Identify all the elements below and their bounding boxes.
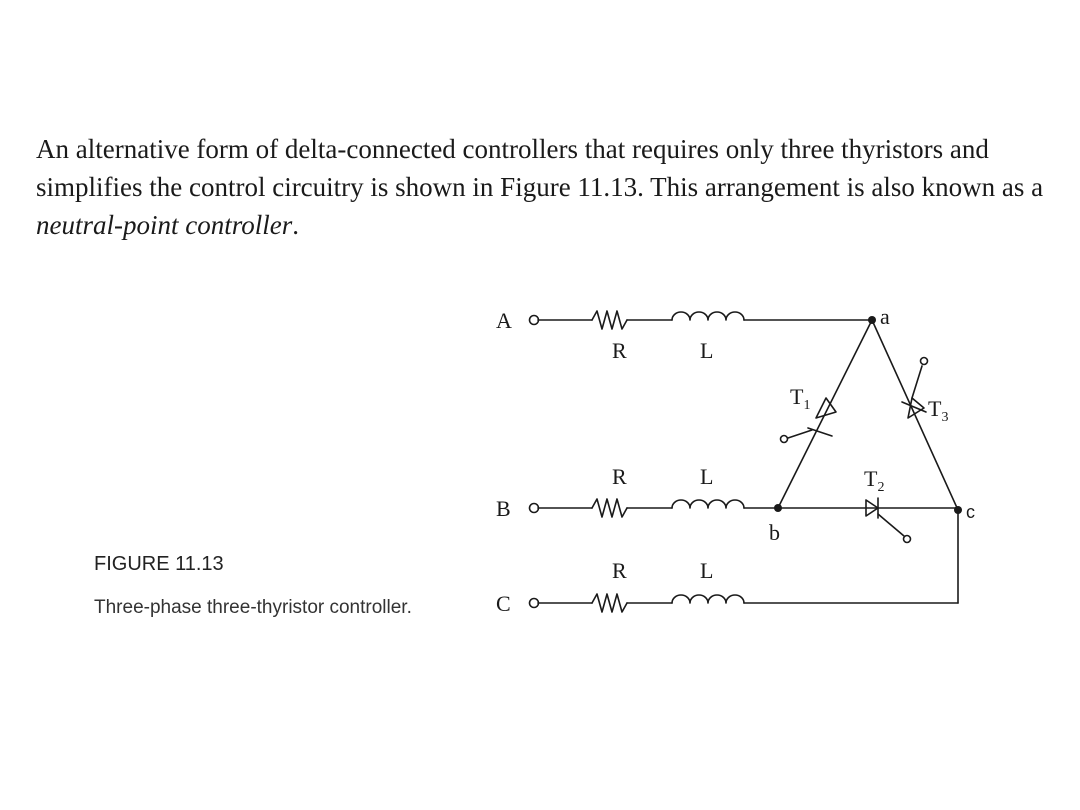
t1-sub: 1	[803, 398, 810, 413]
resistor-a-label: R	[612, 338, 627, 363]
phase-c-line	[528, 509, 959, 613]
t3-name: T	[928, 396, 942, 421]
phase-a-line	[528, 310, 873, 330]
paragraph-emphasis: neutral-point controller	[36, 210, 293, 240]
t2-name: T	[864, 466, 878, 491]
resistor-c	[591, 593, 628, 613]
thyristor-t1	[777, 319, 873, 509]
t2-sub: 2	[877, 480, 884, 495]
terminal-b-dot	[528, 502, 540, 514]
body-paragraph: An alternative form of delta-connected c…	[36, 130, 1046, 244]
inductor-c-label: L	[700, 558, 713, 583]
resistor-a	[591, 310, 628, 330]
t3-sub: 3	[941, 410, 948, 425]
node-b-label: b	[769, 520, 780, 545]
node-c-dot	[954, 506, 962, 514]
t3-label: T3	[928, 396, 948, 425]
inductor-b	[671, 499, 745, 509]
resistor-c-label: R	[612, 558, 627, 583]
terminal-a-label: A	[496, 308, 512, 333]
resistor-b-label: R	[612, 464, 627, 489]
paragraph-text-1: An alternative form of delta-connected c…	[36, 134, 1044, 202]
figure-label: FIGURE 11.13	[94, 553, 224, 575]
thyristor-t3	[871, 319, 959, 511]
figure-caption: Three-phase three-thyristor controller.	[94, 597, 412, 618]
inductor-b-label: L	[700, 464, 713, 489]
terminal-a-dot	[528, 314, 540, 326]
node-c-label: c	[966, 502, 975, 522]
paragraph-text-2: .	[292, 210, 299, 240]
t2-label: T2	[864, 466, 884, 495]
thyristor-t2	[777, 497, 959, 544]
t1-name: T	[790, 384, 804, 409]
terminal-b-label: B	[496, 496, 511, 521]
node-a-dot	[868, 316, 876, 324]
inductor-a	[671, 311, 745, 321]
phase-b-line	[528, 498, 779, 518]
inductor-a-label: L	[700, 338, 713, 363]
node-a-label: a	[880, 304, 890, 329]
inductor-c	[671, 594, 745, 604]
terminal-c-label: C	[496, 591, 511, 616]
t1-label: T1	[790, 384, 810, 413]
resistor-b	[591, 498, 628, 518]
terminal-c-dot	[528, 597, 540, 609]
node-b-dot	[774, 504, 782, 512]
